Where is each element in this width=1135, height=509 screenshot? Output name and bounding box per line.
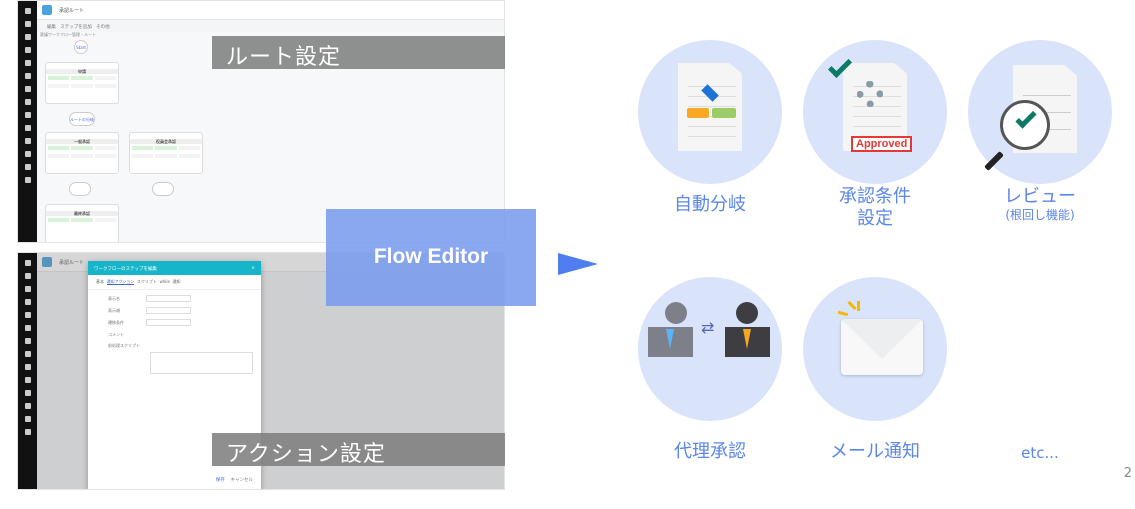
branch-node[interactable]: ルートの分岐 (69, 112, 95, 126)
arrow-right-icon (558, 253, 598, 275)
mail-icon (803, 277, 947, 421)
feature-etc: etc... (1021, 444, 1059, 462)
step-node[interactable]: 一般承認 (45, 132, 119, 174)
edit-button[interactable]: 編集 (47, 25, 56, 30)
flow-editor-banner: Flow Editor (326, 209, 536, 306)
feature-auto-branch: 自動分岐 (630, 40, 790, 216)
swap-arrows-icon: ⇄ (701, 318, 715, 337)
approved-stamp: Approved (851, 136, 913, 152)
order-input[interactable] (146, 307, 191, 314)
dialog-title: ワークフローのステップを編集 (94, 267, 157, 272)
save-button[interactable]: 保存 (215, 478, 225, 483)
tab-script[interactable]: スクリプト (136, 279, 157, 284)
app-header: 承認ルート (37, 1, 504, 20)
breadcrumb: 稟議ワークフロー管理 › ルート (40, 32, 97, 37)
transition-select[interactable] (146, 319, 191, 326)
comment-radio[interactable] (146, 331, 166, 338)
feature-proxy-approval: ⇄ 代理承認 (630, 277, 790, 463)
route-settings-caption: ルート設定 (212, 36, 505, 70)
tab-action[interactable]: 通知アクション (106, 279, 135, 285)
flowchart-doc-icon (638, 40, 782, 184)
approved-doc-icon: Approved (803, 40, 947, 184)
more-button[interactable]: その他 (96, 25, 110, 30)
step-node[interactable]: 申請 (45, 62, 119, 104)
feature-review: レビュー (根回し機能) (960, 40, 1120, 222)
page-number: 2 (1123, 466, 1132, 481)
tab-while[interactable]: while (159, 279, 170, 284)
close-icon[interactable]: × (251, 266, 255, 271)
action-settings-caption: アクション設定 (212, 433, 505, 467)
app-logo-icon (42, 5, 52, 15)
tab-basic[interactable]: 基本 (96, 279, 104, 284)
app-logo-icon (42, 257, 52, 267)
app-sidebar (18, 253, 37, 489)
script-textarea[interactable] (150, 352, 253, 374)
merge-node[interactable] (69, 182, 91, 196)
cancel-button[interactable]: キャンセル (230, 478, 254, 483)
app-title: 承認ルート (59, 8, 85, 14)
feature-mail-notification: メール通知 (795, 277, 955, 463)
add-step-button[interactable]: ステップを追加 (60, 25, 92, 30)
app-sidebar (18, 1, 37, 242)
magnifier-check-icon (968, 40, 1112, 184)
feature-approval-conditions: Approved 承認条件設定 (795, 40, 955, 230)
merge-node[interactable] (152, 182, 174, 196)
proxy-users-icon: ⇄ (638, 277, 782, 421)
gear-icon (857, 81, 883, 107)
step-node[interactable]: 最終承認 (45, 204, 119, 242)
tab-notify[interactable]: 通知 (172, 279, 181, 284)
display-name-input[interactable] (146, 295, 191, 302)
step-node[interactable]: 役員会承認 (129, 132, 203, 174)
toolbar: 編集 ステップを追加 その他 (37, 20, 504, 32)
start-node[interactable]: Start (74, 40, 88, 54)
